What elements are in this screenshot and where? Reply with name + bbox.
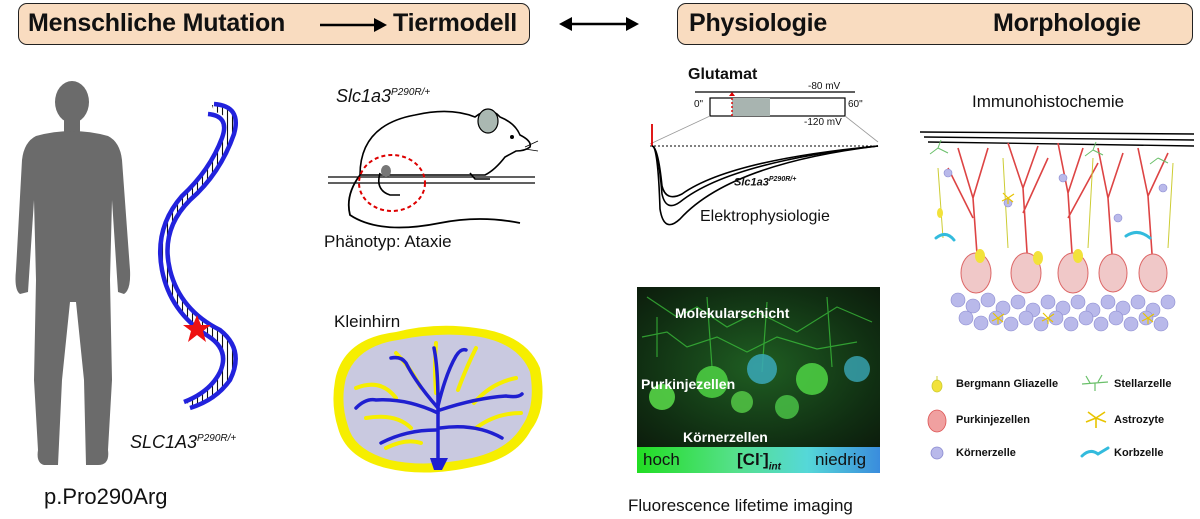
mutation-star-icon [183, 315, 211, 342]
voltage-protocol [649, 91, 879, 226]
glutamate-label: Glutamat [688, 66, 758, 83]
legend-basket-label: Korbzelle [1114, 447, 1164, 459]
mouse-gene-label: Slc1a3P290R/+ [336, 86, 431, 106]
legend-granule-label: Körnerzelle [956, 447, 1016, 459]
flim-caption: Fluorescence lifetime imaging [628, 496, 853, 515]
legend-granule-icon [930, 446, 944, 460]
header-left-box [18, 3, 530, 45]
flim-image: Molekularschicht Purkinjezellen Körnerze… [637, 287, 880, 447]
header-animal-model: Tiermodell [393, 9, 517, 37]
legend-bergmann-label: Bergmann Gliazelle [956, 378, 1059, 390]
legend-stellate-label: Stellarzelle [1114, 378, 1172, 390]
flim-purkinje-layer: Purkinjezellen [641, 376, 736, 392]
scale-low-label: niedrig [815, 450, 867, 469]
header-morphology: Morphologie [993, 9, 1141, 37]
mouse-phenotype-label: Phänotyp: Ataxie [324, 232, 452, 251]
legend-purkinje-icon [927, 409, 947, 433]
scale-high-label: hoch [643, 450, 680, 469]
time-end-label: 60" [848, 99, 863, 110]
header-physiology: Physiologie [689, 9, 828, 37]
legend-stellate-icon [1081, 374, 1109, 391]
legend-bergmann-icon [931, 376, 943, 393]
human-variant-label: p.Pro290Arg [44, 484, 168, 509]
legend-purkinje-label: Purkinjezellen [956, 414, 1030, 426]
human-gene-label: SLC1A3P290R/+ [130, 432, 237, 452]
cerebellum-icon [333, 325, 543, 473]
arrow-right-icon [320, 18, 387, 32]
flim-granule-layer: Körnerzellen [683, 429, 768, 445]
header-human-mutation: Menschliche Mutation [28, 9, 286, 37]
cerebellar-cortex-illustration [919, 131, 1195, 332]
mouse-icon [328, 108, 539, 229]
trace-gene-label: Slc1a3P290R/+ [734, 176, 797, 189]
header-right-box [677, 3, 1193, 45]
human-silhouette-icon [15, 81, 131, 465]
flim-molecular-layer: Molekularschicht [675, 305, 790, 321]
legend-astrocyte-icon [1085, 411, 1107, 428]
cerebellum-label: Kleinhirn [334, 312, 401, 331]
legend-basket-icon [1080, 446, 1110, 458]
double-arrow-icon [559, 17, 639, 31]
voltage-top-label: -80 mV [808, 81, 841, 92]
legend-astrocyte-label: Astrozyte [1114, 414, 1165, 426]
scale-ion-label: [Cl-]int [737, 450, 781, 473]
dna-helix-icon [157, 101, 238, 411]
ephys-caption: Elektrophysiologie [700, 208, 830, 225]
time-start-label: 0" [694, 99, 704, 110]
voltage-bottom-label: -120 mV [804, 117, 842, 128]
immuno-title: Immunohistochemie [972, 92, 1125, 111]
chloride-color-scale: hoch [Cl-]int niedrig [637, 447, 880, 473]
